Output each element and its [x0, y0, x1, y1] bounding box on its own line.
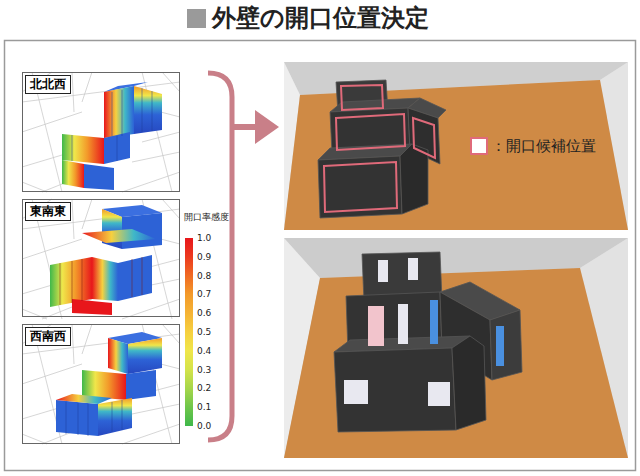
tick-label: 0.7 [197, 289, 211, 300]
tick-label: 0.6 [197, 308, 211, 319]
bracket [208, 73, 232, 440]
view-panel: 西南西 [22, 324, 180, 444]
direction-label: 東南東 [25, 202, 71, 221]
direction-label: 北北西 [25, 75, 71, 94]
tick-label: 0.4 [197, 345, 211, 356]
tick-label: 0.8 [197, 270, 211, 281]
arrow-head [255, 110, 279, 144]
tick-label: 1.0 [197, 233, 211, 244]
title: 外壁の開口位置決定 [212, 3, 429, 33]
colour-bar-title: 開口率感度 [184, 212, 229, 223]
view-panel: 東南東 [22, 199, 180, 317]
legend-swatch [470, 137, 488, 155]
tick-label: 0.5 [197, 327, 211, 338]
title-square [187, 9, 206, 28]
direction-label: 西南西 [25, 327, 71, 346]
model-render [284, 238, 628, 458]
model-render [284, 62, 628, 230]
tick-label: 0.3 [197, 364, 211, 375]
tick-label: 0.1 [197, 402, 211, 413]
tick-label: 0.0 [197, 421, 211, 432]
view-panel: 北北西 [22, 72, 180, 192]
sensitivity-render [22, 199, 180, 319]
tick-label: 0.2 [197, 383, 211, 394]
sensitivity-render [22, 72, 180, 192]
legend-text: ：開口候補位置 [491, 136, 596, 156]
colour-bar [185, 238, 193, 426]
tick-label: 0.9 [197, 251, 211, 262]
sensitivity-render [22, 324, 180, 444]
outer-frame [5, 41, 636, 471]
